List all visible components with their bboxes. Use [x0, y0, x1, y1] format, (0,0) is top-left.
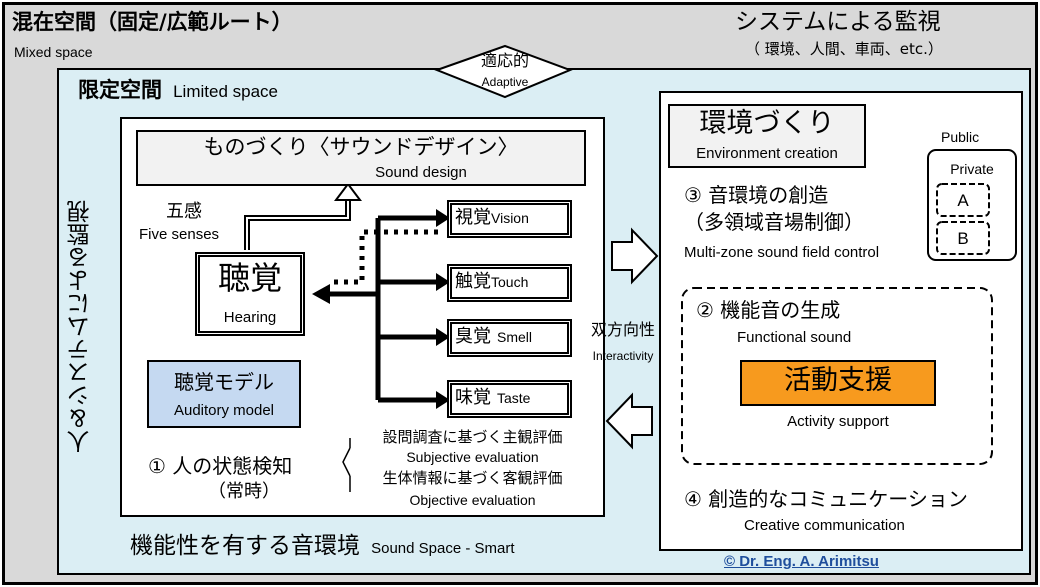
- sense-label-smell: 臭覚 Smell: [455, 328, 532, 346]
- functional-jp: ② 機能音の生成: [696, 298, 841, 322]
- sense-box-vision: [447, 200, 572, 238]
- activity-support-box: [740, 360, 936, 406]
- left-hollow-arrow: [605, 392, 653, 450]
- environment-en: Environment creation: [696, 145, 838, 162]
- hearing-box: [195, 252, 305, 336]
- objective-eval-en: Objective evaluation: [409, 492, 536, 508]
- adaptive-en: Adaptive: [481, 75, 529, 89]
- zone-b-label: B: [957, 229, 969, 248]
- arrowhead-hearing: [312, 284, 330, 304]
- activity-en: Activity support: [787, 413, 889, 430]
- private-label: Private: [950, 161, 994, 177]
- sense-label-vision: 視覚Vision: [455, 209, 529, 227]
- creation-line2: （多領域音場制御）: [684, 210, 864, 234]
- interactivity-jp: 双方向性: [590, 320, 655, 339]
- system-monitor-subtitle: （ 環境、人間、車両、etc.）: [745, 40, 943, 58]
- functional-en: Functional sound: [737, 329, 852, 346]
- creation-line1: ③ 音環境の創造: [684, 183, 829, 207]
- creative-jp: ④ 創造的なコミュニケーション: [684, 487, 968, 511]
- adaptive-diamond: [434, 44, 573, 99]
- arrowhead-smell: [436, 328, 450, 346]
- five-senses-en: Five senses: [139, 226, 220, 243]
- sense-jp-vision: 視覚: [455, 207, 491, 228]
- arrowhead-taste: [436, 391, 450, 409]
- functional-sound-frame: [681, 287, 993, 465]
- sense-jp-touch: 触覚: [455, 271, 491, 292]
- copyright-link[interactable]: © Dr. Eng. A. Arimitsu: [724, 553, 879, 570]
- environment-jp: 環境づくり: [699, 108, 835, 139]
- arrowhead-vision: [436, 209, 450, 227]
- smart-space-label: 機能性を有する音環境 Sound Space - Smart: [130, 535, 515, 558]
- zone-a-label: A: [957, 191, 969, 210]
- sense-jp-taste: 味覚: [455, 387, 491, 408]
- sound-design-jp: ものづくり〈サウンドデザイン〉: [203, 135, 519, 159]
- environment-creation-box: [668, 104, 866, 168]
- system-monitor-title: システムによる監視: [735, 9, 941, 35]
- hearing-jp: 聴覚: [217, 259, 282, 297]
- sense-box-taste: [447, 380, 572, 418]
- hearing-to-design-arrow-outer: [244, 198, 351, 250]
- smart-space-jp: 機能性を有する音環境: [130, 533, 360, 559]
- sense-label-taste: 味覚 Taste: [455, 389, 530, 407]
- sense-en-smell: Smell: [497, 329, 533, 345]
- sound-design-en: Sound design: [375, 164, 467, 181]
- hearing-to-design-arrow-inner: [246, 198, 349, 250]
- limited-space-title: 限定空間 Limited space: [78, 80, 278, 101]
- sense-label-touch: 触覚Touch: [455, 273, 528, 291]
- design-arrowhead: [334, 182, 362, 201]
- limited-space-jp: 限定空間: [78, 78, 162, 102]
- hearing-en: Hearing: [223, 309, 277, 326]
- mixed-space-title: 混在空間（固定/広範ルート）: [12, 10, 293, 34]
- arrowhead-touch: [436, 273, 450, 291]
- sense-en-vision: Vision: [491, 210, 529, 226]
- limited-space-en: Limited space: [173, 82, 278, 101]
- auditory-model-jp: 聴覚モデル: [174, 370, 274, 394]
- dotted-link: [334, 229, 440, 285]
- subjective-eval-jp: 設問調査に基づく主観評価: [382, 428, 563, 446]
- zone-b-frame: [936, 221, 990, 255]
- smart-space-en: Sound Space - Smart: [371, 540, 515, 557]
- sense-en-taste: Taste: [497, 390, 531, 406]
- sound-design-box: [136, 130, 586, 186]
- subjective-eval-en: Subjective evaluation: [406, 449, 539, 465]
- sense-jp-smell: 臭覚: [455, 326, 491, 347]
- auditory-model-en: Auditory model: [173, 402, 275, 419]
- state-detection-line2: （常時）: [208, 481, 280, 502]
- creative-en: Creative communication: [744, 517, 905, 534]
- sense-en-touch: Touch: [491, 274, 529, 290]
- activity-jp: 活動支援: [784, 365, 892, 396]
- interactivity-en: Interactivity: [592, 349, 654, 363]
- public-label: Public: [941, 129, 980, 145]
- state-detection-line1: ① 人の状態検知: [148, 454, 293, 478]
- adaptive-jp: 適応的: [480, 51, 529, 70]
- evaluation-bracket: [342, 438, 351, 492]
- right-hollow-arrow: [611, 227, 659, 285]
- sense-box-touch: [447, 264, 572, 302]
- creation-en: Multi-zone sound field control: [684, 244, 880, 261]
- objective-eval-jp: 生体情報に基づく客観評価: [382, 469, 563, 487]
- sense-box-smell: [447, 319, 572, 357]
- mixed-space-subtitle: Mixed space: [14, 44, 93, 60]
- auditory-model-box: [147, 360, 301, 428]
- zone-a-frame: [936, 183, 990, 217]
- five-senses-jp: 五感: [166, 201, 202, 222]
